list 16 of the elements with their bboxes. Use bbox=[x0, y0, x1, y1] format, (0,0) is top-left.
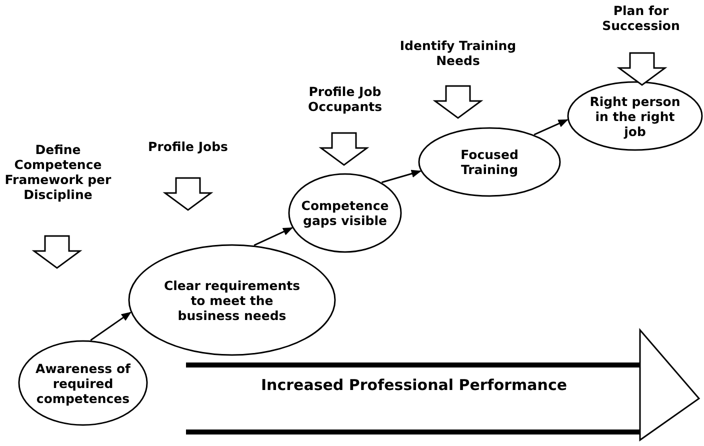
node-text: Right person in the right job bbox=[588, 94, 682, 138]
step-label: Define Competence Framework per Discipline bbox=[4, 142, 112, 202]
node-text: Focused Training bbox=[460, 147, 520, 177]
step-label: Identify Training Needs bbox=[398, 38, 518, 68]
big-arrow bbox=[186, 328, 702, 442]
arrow bbox=[534, 119, 568, 136]
step-label: Plan for Succession bbox=[601, 3, 681, 33]
arrow bbox=[90, 312, 132, 341]
arrow bbox=[254, 227, 293, 246]
step-label: Profile Jobs bbox=[147, 139, 229, 154]
step-label: Profile Job Occupants bbox=[306, 84, 384, 114]
arrow-text: Increased Professional Performance bbox=[260, 376, 568, 394]
node-text: Competence gaps visible bbox=[301, 198, 389, 228]
node-text: Clear requirements to meet the business needs bbox=[162, 278, 302, 322]
node-text: Awareness of required competences bbox=[34, 360, 132, 406]
arrow bbox=[382, 170, 422, 184]
